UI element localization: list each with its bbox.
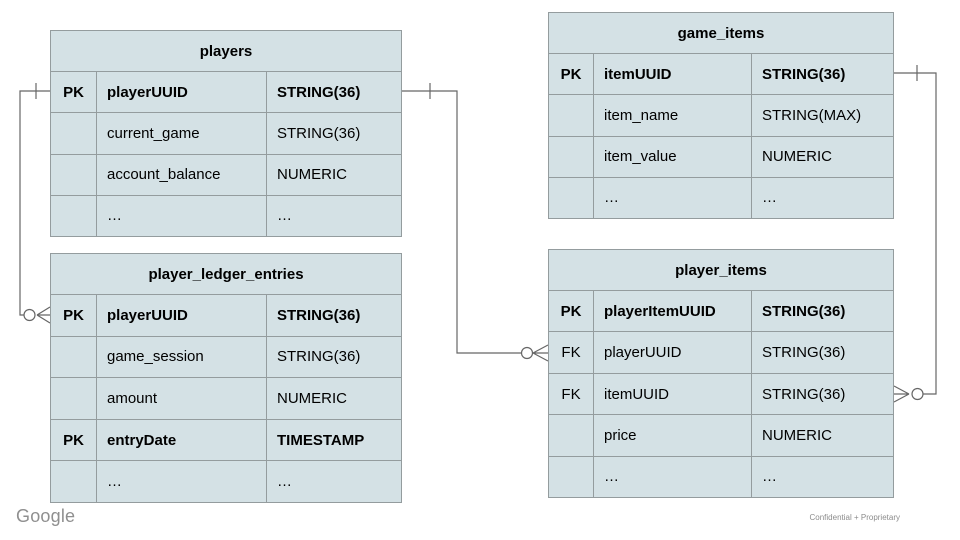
column-type-cell: STRING(36) <box>762 302 846 320</box>
zero-circle <box>520 346 534 360</box>
column-type-cell: STRING(MAX) <box>762 106 862 124</box>
relationship-gameitems-player-items <box>893 65 937 403</box>
column-type-cell: STRING(36) <box>762 385 846 403</box>
column-type-cell: TIMESTAMP <box>277 431 365 449</box>
table-row: PK playerUUID STRING(36) <box>51 72 401 114</box>
key-cell: PK <box>549 54 594 95</box>
column-name-cell: account_balance <box>97 154 267 195</box>
relationship-players-player-items <box>402 83 549 362</box>
table-row: current_game STRING(36) <box>51 113 401 155</box>
key-cell <box>549 95 594 136</box>
table-row: PK itemUUID STRING(36) <box>549 54 893 96</box>
column-type-cell: STRING(36) <box>277 348 361 366</box>
relationship-players-ledger <box>19 83 51 324</box>
key-cell: FK <box>549 373 594 415</box>
column-name-cell: … <box>97 195 267 236</box>
key-cell <box>51 378 97 419</box>
key-cell: PK <box>51 72 97 113</box>
table-row: … … <box>51 461 401 502</box>
column-name-cell: playerItemUUID <box>594 291 752 332</box>
column-name-cell: playerUUID <box>97 72 267 113</box>
column-type-cell: NUMERIC <box>762 148 832 166</box>
column-type-cell: … <box>762 189 777 207</box>
column-name-cell: … <box>594 456 752 498</box>
key-cell <box>549 456 594 498</box>
zero-circle <box>911 387 924 401</box>
column-type-cell: NUMERIC <box>762 426 832 444</box>
column-name-cell: … <box>594 177 752 218</box>
column-name-cell: itemUUID <box>594 373 752 415</box>
column-name-cell: playerUUID <box>594 332 752 373</box>
table-row: amount NUMERIC <box>51 378 401 420</box>
key-cell <box>51 461 97 502</box>
column-name-cell: entryDate <box>97 419 267 461</box>
crow-foot-many <box>893 385 910 403</box>
table-title: game_items <box>549 13 893 54</box>
crow-foot-many <box>36 306 51 324</box>
key-cell <box>51 195 97 236</box>
column-type-cell: … <box>762 468 777 486</box>
column-name-cell: amount <box>97 378 267 419</box>
column-name-cell: price <box>594 415 752 456</box>
table-player-ledger-entries: player_ledger_entries PK playerUUID STRI… <box>50 253 402 503</box>
column-type-cell: … <box>277 473 292 491</box>
key-cell <box>549 177 594 218</box>
key-cell: PK <box>549 291 594 332</box>
key-cell <box>549 136 594 177</box>
table-row: price NUMERIC <box>549 415 893 457</box>
column-name-cell: item_value <box>594 136 752 177</box>
table-title: player_ledger_entries <box>51 254 401 295</box>
column-type-cell: STRING(36) <box>277 83 361 101</box>
table-title: player_items <box>549 250 893 291</box>
key-cell <box>51 113 97 154</box>
table-row: account_balance NUMERIC <box>51 154 401 196</box>
crow-foot-many <box>532 344 549 362</box>
table-row: PK playerUUID STRING(36) <box>51 295 401 337</box>
table-row: … … <box>549 177 893 218</box>
confidential-note: Confidential + Proprietary <box>809 513 901 522</box>
column-type-cell: NUMERIC <box>277 389 347 407</box>
key-cell: PK <box>51 419 97 461</box>
column-type-cell: STRING(36) <box>277 306 361 324</box>
column-name-cell: … <box>97 461 267 502</box>
key-cell <box>549 415 594 456</box>
column-type-cell: NUMERIC <box>277 166 347 184</box>
column-name-cell: game_session <box>97 336 267 378</box>
table-players: players PK playerUUID STRING(36) current… <box>50 30 402 237</box>
table-row: PK entryDate TIMESTAMP <box>51 419 401 462</box>
connector-line <box>402 90 521 354</box>
column-name-cell: playerUUID <box>97 295 267 336</box>
table-row: FK playerUUID STRING(36) <box>549 332 893 374</box>
key-cell <box>51 154 97 195</box>
table-player-items: player_items PK playerItemUUID STRING(36… <box>548 249 894 498</box>
table-row: item_name STRING(MAX) <box>549 95 893 137</box>
column-type-cell: STRING(36) <box>762 344 846 362</box>
column-type-cell: … <box>277 207 292 225</box>
column-type-cell: STRING(36) <box>762 65 846 83</box>
table-game-items: game_items PK itemUUID STRING(36) item_n… <box>548 12 894 219</box>
column-type-cell: STRING(36) <box>277 124 361 142</box>
table-row: … … <box>51 195 401 236</box>
column-name-cell: item_name <box>594 95 752 136</box>
connector-line <box>894 72 937 395</box>
table-row: PK playerItemUUID STRING(36) <box>549 291 893 333</box>
key-cell <box>51 336 97 378</box>
table-row: FK itemUUID STRING(36) <box>549 373 893 416</box>
table-row: … … <box>549 456 893 498</box>
key-cell: PK <box>51 295 97 336</box>
zero-circle <box>23 308 36 322</box>
column-name-cell: itemUUID <box>594 54 752 95</box>
table-row: game_session STRING(36) <box>51 336 401 379</box>
connector-line <box>19 90 50 316</box>
google-logo: Google <box>16 506 76 526</box>
key-cell: FK <box>549 332 594 373</box>
table-row: item_value NUMERIC <box>549 136 893 178</box>
table-title: players <box>51 31 401 72</box>
column-name-cell: current_game <box>97 113 267 154</box>
